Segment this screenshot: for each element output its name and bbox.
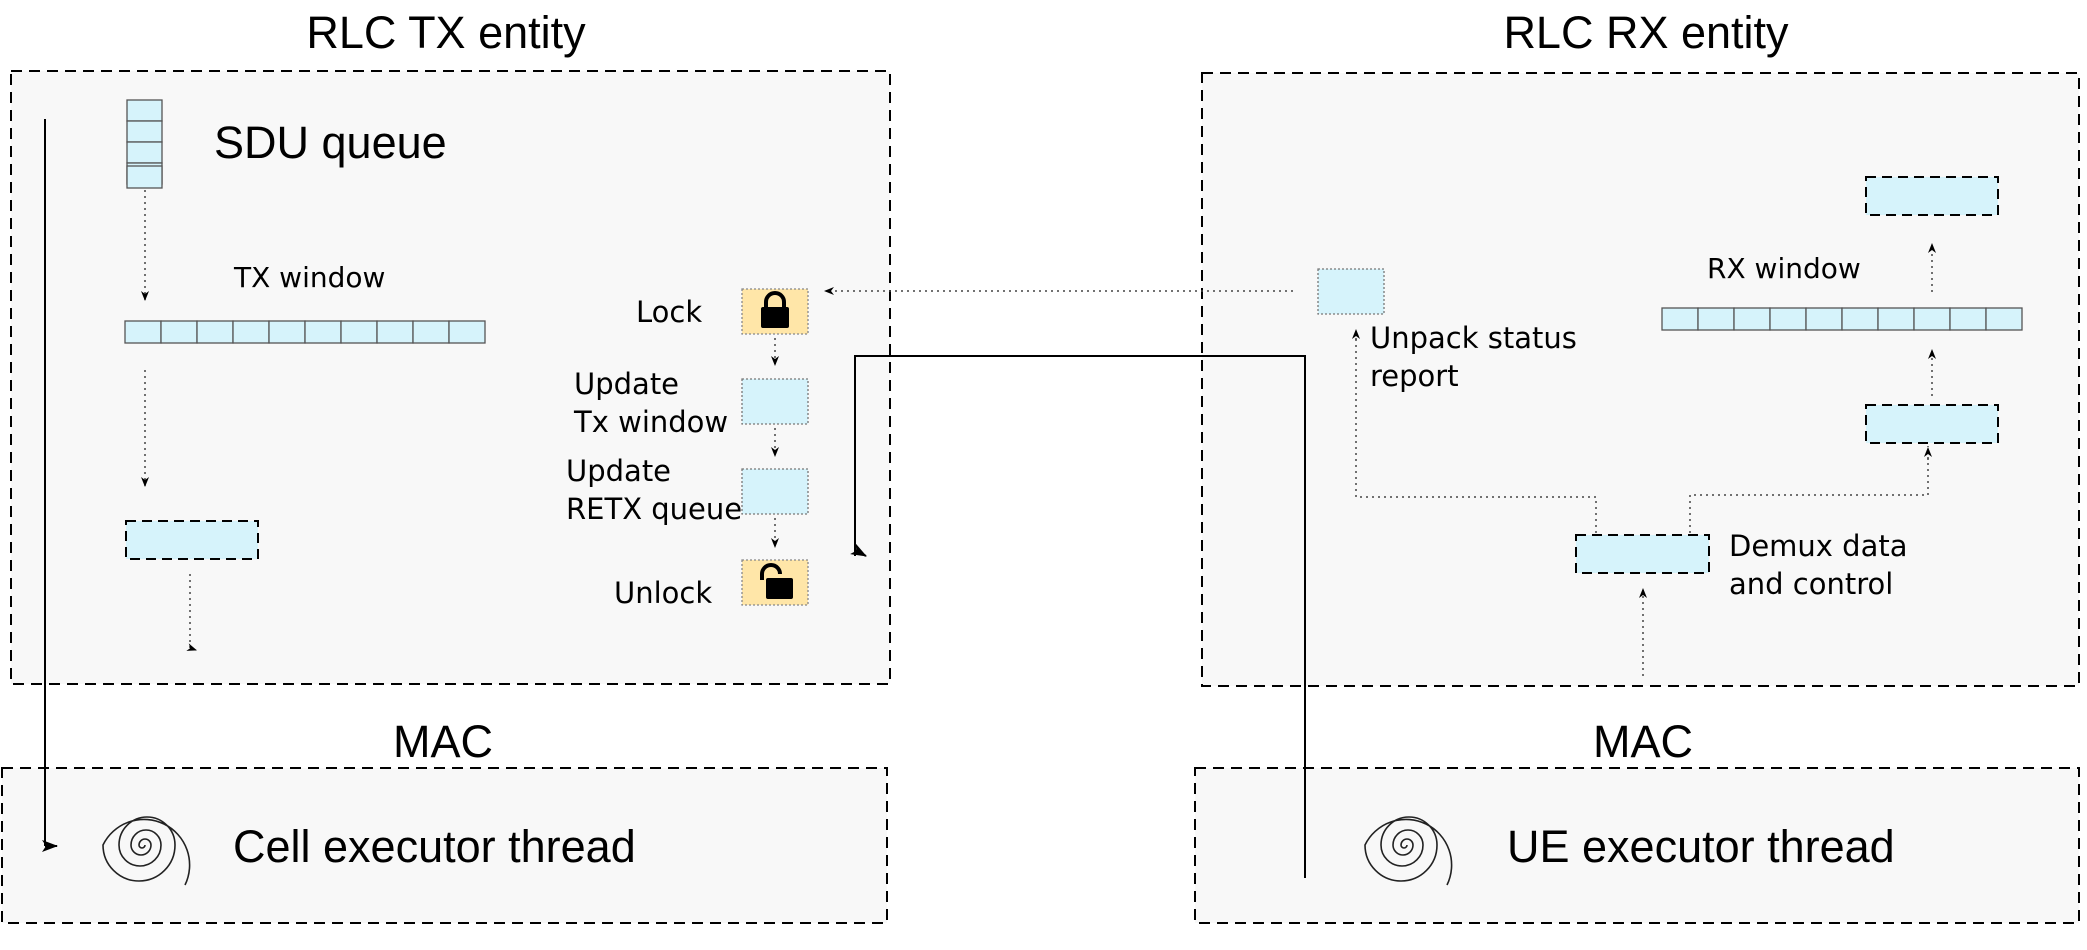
unpack-status-label-2: report <box>1370 359 1459 393</box>
padlock-open-icon <box>760 563 793 599</box>
status-report-box <box>1317 268 1385 315</box>
mac-left-region <box>1 767 888 924</box>
rx-entity-title: RLC RX entity <box>1503 7 1789 58</box>
cell-executor-label: Cell executor thread <box>233 821 636 872</box>
ue-thread-to-tx-line <box>854 355 1306 878</box>
rx-window-label: RX window <box>1707 252 1861 285</box>
mac-right-region <box>1194 767 2080 924</box>
rx-sdu-out-box <box>1865 176 1999 216</box>
ue-executor-label: UE executor thread <box>1507 821 1895 872</box>
update-retx-queue-box <box>741 468 809 515</box>
demux-label-1: Demux data <box>1729 529 1908 563</box>
demux-label-2: and control <box>1729 567 1893 601</box>
tx-entity-title: RLC TX entity <box>306 7 586 58</box>
padlock-closed-icon <box>761 291 789 328</box>
update-tx-window-box <box>741 378 809 425</box>
lock-label: Lock <box>636 295 702 329</box>
update-tx-window-label-2: Tx window <box>573 405 728 439</box>
demux-to-status-path <box>1355 334 1597 533</box>
sdu-queue-stack <box>126 99 163 189</box>
rx-data-pdu-box <box>1865 404 1999 444</box>
mac-left-title: MAC <box>393 716 493 767</box>
spiral-thread-icon <box>1364 816 1453 886</box>
unlock-label: Unlock <box>614 576 712 610</box>
sdu-queue-label: SDU queue <box>214 117 447 168</box>
demux-box <box>1575 534 1710 574</box>
update-retx-queue-label-1: Update <box>566 454 671 488</box>
rlc-rx-entity-region <box>1201 72 2080 687</box>
spiral-thread-icon <box>102 816 191 886</box>
update-tx-window-label-1: Update <box>574 367 679 401</box>
tx-pdu-box <box>125 520 259 560</box>
tx-window-label: TX window <box>233 261 385 294</box>
demux-to-data-path <box>1689 446 1929 533</box>
tx-window <box>124 320 486 344</box>
mac-right-title: MAC <box>1593 716 1693 767</box>
unpack-status-label-1: Unpack status <box>1370 321 1577 355</box>
rx-window <box>1661 307 2023 331</box>
update-retx-queue-label-2: RETX queue <box>566 492 742 526</box>
